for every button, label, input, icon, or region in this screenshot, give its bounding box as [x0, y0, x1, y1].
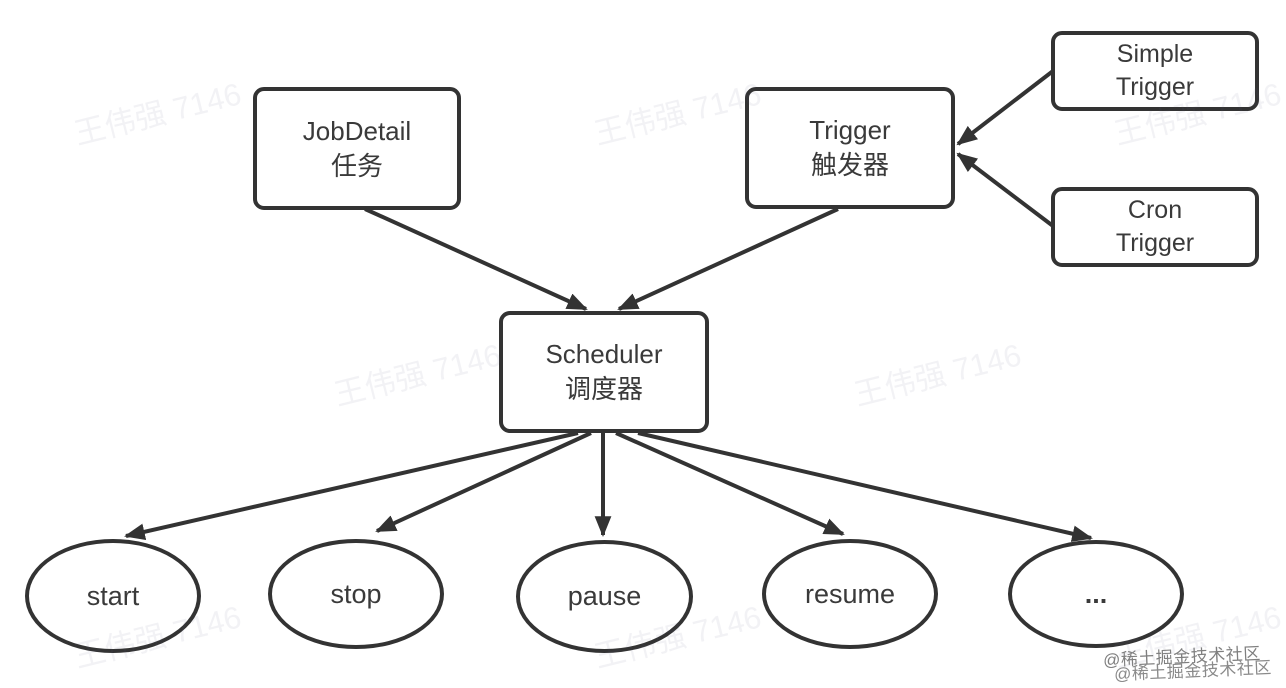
node-simple-trigger: Simple Trigger — [1051, 31, 1259, 111]
node-jobdetail-subtitle: 任务 — [330, 150, 383, 181]
node-pause: pause — [516, 540, 693, 653]
edge-scheduler-to-resume — [615, 431, 845, 536]
node-scheduler-title: Scheduler — [545, 339, 663, 369]
node-trigger-subtitle: 触发器 — [810, 150, 889, 180]
edge-scheduler-to-stop — [375, 431, 592, 533]
node-more-label: ... — [1084, 578, 1108, 609]
node-resume: resume — [762, 539, 938, 649]
node-more: ... — [1008, 540, 1184, 648]
edge-scheduler-to-start — [124, 431, 579, 541]
edge-jobdetail-to-scheduler — [364, 207, 588, 311]
node-trigger-title: Trigger — [809, 115, 891, 145]
node-pause-label: pause — [567, 581, 642, 611]
node-jobdetail: JobDetail 任务 — [253, 87, 461, 210]
node-scheduler-subtitle: 调度器 — [564, 374, 643, 404]
node-scheduler: Scheduler 调度器 — [499, 311, 709, 433]
node-start: start — [25, 539, 201, 653]
edge-simpletrigger-to-trigger — [956, 69, 1055, 146]
node-cron-trigger: Cron Trigger — [1051, 187, 1259, 267]
node-simple-trigger-subtitle: Trigger — [1115, 73, 1195, 101]
node-stop: stop — [268, 539, 444, 649]
edge-crontrigger-to-trigger — [956, 152, 1055, 228]
node-cron-trigger-title: Cron — [1127, 196, 1183, 224]
node-start-label: start — [86, 580, 140, 611]
node-stop-label: stop — [330, 578, 382, 609]
node-simple-trigger-title: Simple — [1116, 40, 1194, 68]
node-trigger: Trigger 触发器 — [745, 87, 955, 209]
node-cron-trigger-subtitle: Trigger — [1115, 229, 1195, 257]
node-resume-label: resume — [804, 578, 896, 609]
edge-scheduler-to-more — [637, 431, 1093, 542]
node-jobdetail-title: JobDetail — [302, 115, 412, 146]
edge-trigger-to-scheduler — [617, 207, 839, 311]
